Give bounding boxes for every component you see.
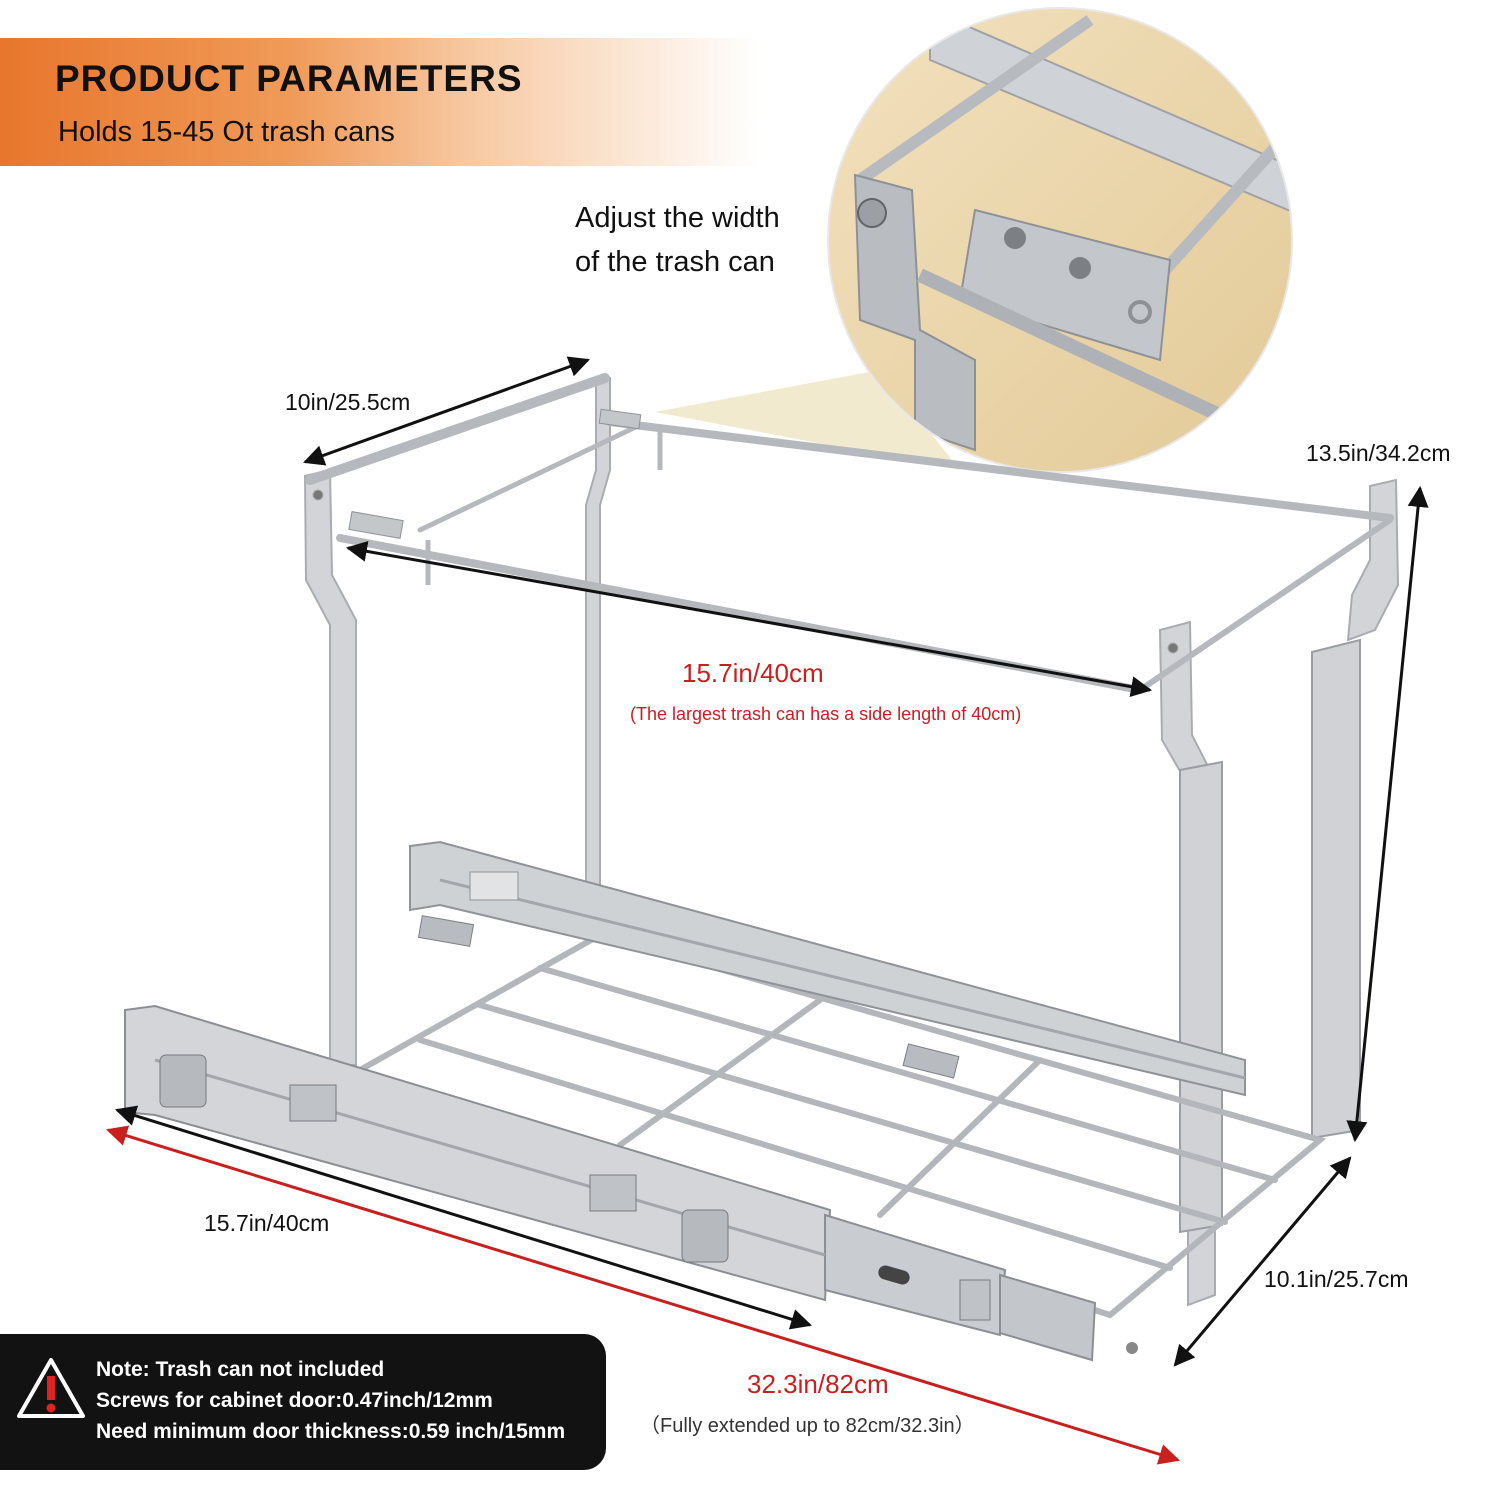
- dim-extended-length: 32.3in/82cm: [747, 1369, 889, 1399]
- arrow-inner-width: [345, 540, 1153, 698]
- header-banner: [0, 38, 760, 166]
- arrow-extended-length: [105, 1125, 1181, 1465]
- detail-callout-label: Adjust the width of the trash can: [575, 196, 780, 284]
- zoom-detail: [828, 8, 1292, 472]
- upright-right-back: [1346, 478, 1400, 642]
- upright-left-front: [303, 468, 357, 1066]
- note-line-3: Need minimum door thickness:0.59 inch/15…: [96, 1420, 566, 1443]
- arrow-top-depth: [303, 356, 590, 466]
- dim-height: 13.5in/34.2cm: [1306, 440, 1451, 466]
- page-title: PRODUCT PARAMETERS: [55, 58, 523, 99]
- page-subtitle: Holds 15-45 Ot trash cans: [58, 116, 395, 148]
- rail-bracket: [348, 511, 404, 539]
- dim-inner-width: 15.7in/40cm: [682, 658, 824, 688]
- rail-bracket: [598, 408, 642, 430]
- arrow-height: [1346, 485, 1429, 1143]
- dim-base-depth: 10.1in/25.7cm: [1264, 1266, 1409, 1292]
- note-line-2: Screws for cabinet door:0.47inch/12mm: [96, 1389, 493, 1412]
- door-bracket-back: [1311, 638, 1361, 1140]
- note-line-1: Note: Trash can not included: [96, 1358, 385, 1381]
- slide-rail-back: [409, 840, 1246, 1097]
- upright-left-back: [585, 376, 611, 931]
- detail-callout-line2: of the trash can: [575, 246, 775, 278]
- note-box: Note: Trash can not included Screws for …: [0, 1334, 606, 1470]
- dim-inner-width-note: (The largest trash can has a side length…: [630, 704, 1022, 724]
- dim-slide-length: 15.7in/40cm: [204, 1210, 330, 1236]
- detail-callout-line1: Adjust the width: [575, 202, 780, 234]
- dim-extended-note: （Fully extended up to 82cm/32.3in）: [640, 1415, 975, 1437]
- arrow-base-depth: [1173, 1156, 1352, 1367]
- warning-icon: [17, 1358, 85, 1418]
- dim-top-depth: 10in/25.5cm: [285, 389, 411, 415]
- callout-beam: [655, 370, 960, 470]
